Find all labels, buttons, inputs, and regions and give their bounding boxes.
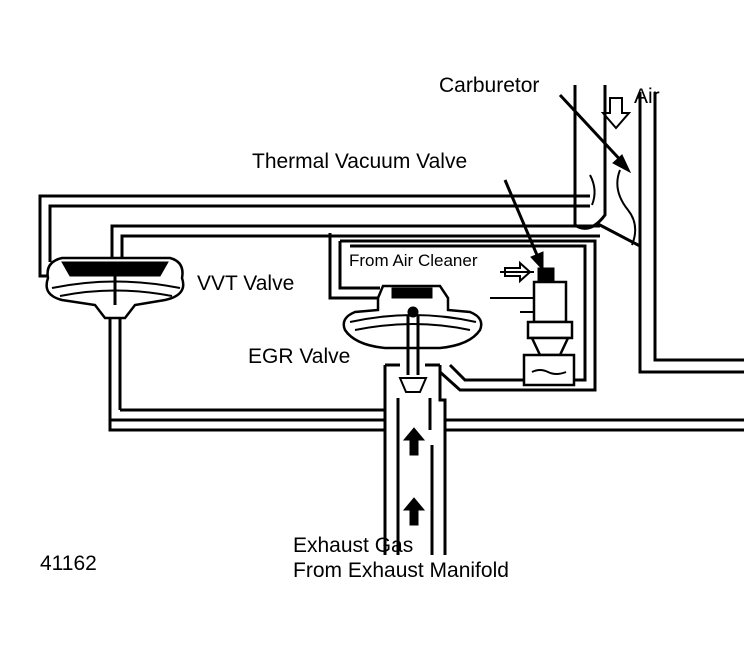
- vvt-valve: [45, 256, 185, 420]
- upper-vacuum-line: [38, 194, 590, 278]
- vvt-valve-label: VVT Valve: [197, 272, 295, 295]
- thermal-vacuum-valve-label: Thermal Vacuum Valve: [252, 150, 468, 173]
- exhaust-flow-arrow-icon: [402, 427, 426, 456]
- carburetor-pointer-arrow: [558, 93, 632, 174]
- egr-valve-label: EGR Valve: [248, 345, 351, 368]
- air-label: Air: [634, 85, 660, 108]
- thermal-vacuum-valve: [490, 267, 576, 387]
- air-cleaner-arrow-icon: [504, 260, 532, 284]
- exhaust-flow-arrow-icon: [402, 497, 426, 526]
- exhaust-passage: [383, 363, 447, 555]
- egr-signal-line: [328, 233, 380, 300]
- exhaust-gas-label: Exhaust Gas: [293, 534, 414, 557]
- from-air-cleaner-label: From Air Cleaner: [349, 251, 478, 270]
- egr-valve: [342, 284, 483, 393]
- figure-number: 41162: [40, 552, 97, 575]
- thermal-vacuum-valve-pointer: [503, 179, 544, 272]
- air-arrow-icon: [600, 97, 632, 130]
- vvt-vacuum-line: [110, 224, 600, 258]
- carburetor-body: [573, 85, 744, 374]
- carburetor-label: Carburetor: [439, 74, 540, 97]
- from-exhaust-manifold-label: From Exhaust Manifold: [293, 559, 509, 582]
